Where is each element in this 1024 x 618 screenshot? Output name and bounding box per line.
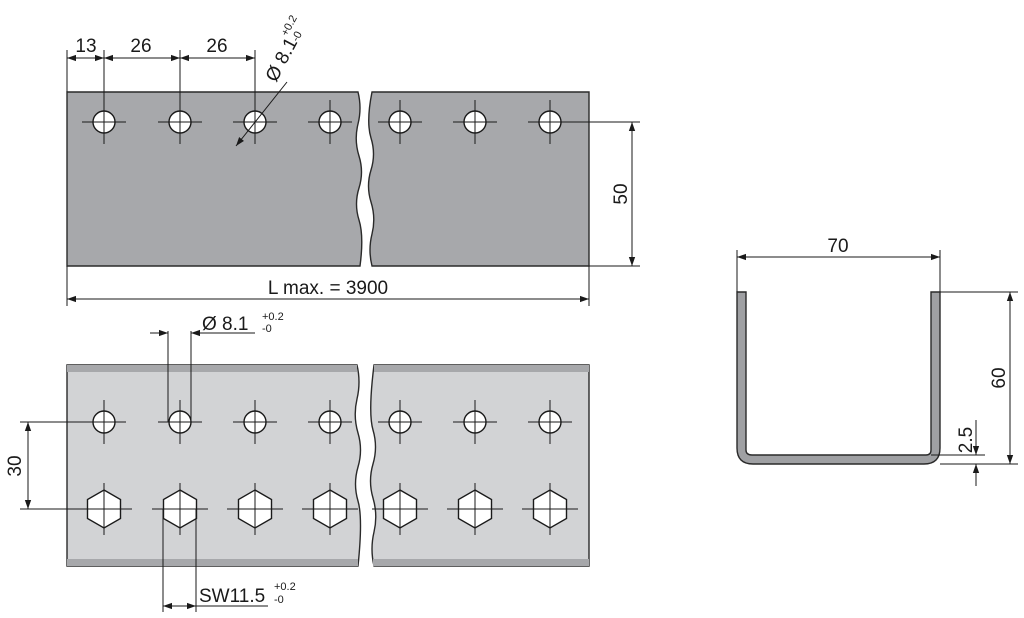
side-view: 13 26 26 Ø 8.1 +0.2 -0 50 L max. = 3900 [66, 13, 640, 306]
base-view-hex-holes [76, 483, 578, 535]
flange-edge-strip [374, 365, 589, 372]
side-view-plate-right [367, 91, 590, 267]
flange-edge-strip [67, 365, 357, 372]
base-view-plate-right [369, 364, 590, 567]
bottom-diameter-tol-lower: -0 [262, 323, 272, 335]
height-50-label: 50 [611, 183, 632, 204]
bottom-diameter-tol-upper: +0.2 [262, 311, 284, 323]
flange-edge-strip [67, 559, 358, 566]
profile-height-label: 60 [989, 367, 1010, 388]
top-diameter-label-group: Ø 8.1 +0.2 -0 [262, 13, 305, 85]
pitch-13-label: 13 [75, 36, 96, 57]
hex-size-tol-upper: +0.2 [274, 581, 296, 593]
bottom-diameter-label: Ø 8.1 [202, 314, 248, 335]
pitch-26b-label: 26 [206, 36, 227, 57]
flange-edge-strip [373, 559, 589, 566]
top-diameter-leader [235, 81, 288, 147]
hex-size-tol-lower: -0 [274, 594, 284, 606]
length-label: L max. = 3900 [268, 278, 388, 299]
base-view-round-holes [82, 400, 572, 444]
base-view-flange-edges [67, 365, 589, 566]
u-profile-view: 70 60 2.5 [736, 236, 1018, 486]
pitch-26a-label: 26 [130, 36, 151, 57]
side-view-plate-left [66, 91, 363, 267]
base-view: Ø 8.1 +0.2 -0 30 SW11.5 +0.2 -0 [5, 311, 590, 612]
profile-width-label: 70 [827, 236, 848, 257]
thickness-label: 2.5 [956, 427, 977, 453]
u-profile-section [736, 291, 941, 465]
row-spacing-label: 30 [5, 455, 26, 476]
hex-size-label: SW11.5 [199, 586, 265, 607]
base-view-plate-left [66, 364, 362, 567]
